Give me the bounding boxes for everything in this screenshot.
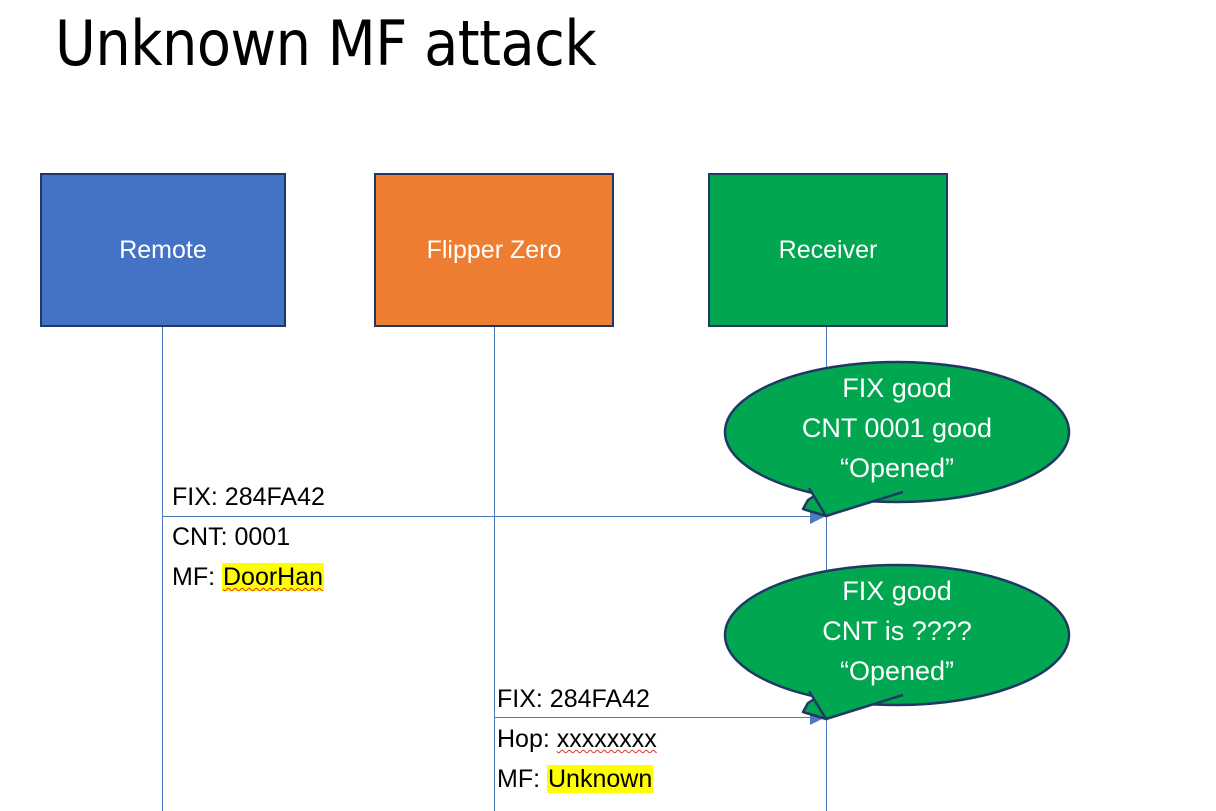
message-arrow-remote-to-receiver	[163, 516, 811, 517]
message-line-value-highlighted: DoorHan	[222, 563, 325, 591]
page-title: Unknown MF attack	[55, 7, 597, 80]
message-line: MF: Unknown	[497, 759, 657, 799]
message-line: CNT: 0001	[172, 517, 325, 557]
message-line: FIX: 284FA42	[497, 679, 657, 719]
message-line-value: xxxxxxxx	[556, 725, 657, 753]
message-arrow-flipper-to-receiver	[495, 717, 811, 718]
message-line-value: 284FA42	[549, 685, 650, 713]
callout-bubble-1[interactable]: FIX good CNT 0001 good “Opened”	[723, 360, 1075, 532]
actor-label-remote: Remote	[119, 236, 207, 264]
callout-shape-icon	[723, 563, 1071, 721]
message-label-group-2: FIX: 284FA42 Hop: xxxxxxxx MF: Unknown	[497, 679, 657, 799]
lifeline-remote	[162, 327, 163, 811]
message-line-label: Hop:	[497, 725, 557, 753]
message-line-value: 284FA42	[224, 483, 325, 511]
message-line-value-highlighted: Unknown	[547, 765, 654, 793]
actor-box-remote[interactable]: Remote	[40, 173, 286, 327]
message-line-label: FIX:	[172, 483, 225, 511]
callout-bubble-2[interactable]: FIX good CNT is ???? “Opened”	[723, 563, 1075, 735]
lifeline-flipper-zero	[494, 327, 495, 811]
message-line-label: FIX:	[497, 685, 550, 713]
actor-label-flipper-zero: Flipper Zero	[426, 236, 562, 264]
message-line-label: MF:	[497, 765, 547, 793]
message-line-label: CNT:	[172, 523, 235, 551]
message-line-value: 0001	[234, 523, 291, 551]
actor-box-receiver[interactable]: Receiver	[708, 173, 948, 327]
actor-box-flipper-zero[interactable]: Flipper Zero	[374, 173, 614, 327]
message-label-group-1: FIX: 284FA42 CNT: 0001 MF: DoorHan	[172, 477, 325, 597]
actor-label-receiver: Receiver	[778, 236, 878, 264]
lifeline-receiver	[826, 327, 827, 811]
message-line: FIX: 284FA42	[172, 477, 325, 517]
message-line: MF: DoorHan	[172, 557, 325, 597]
message-line-label: MF:	[172, 563, 222, 591]
message-line: Hop: xxxxxxxx	[497, 719, 657, 759]
callout-shape-icon	[723, 360, 1071, 518]
